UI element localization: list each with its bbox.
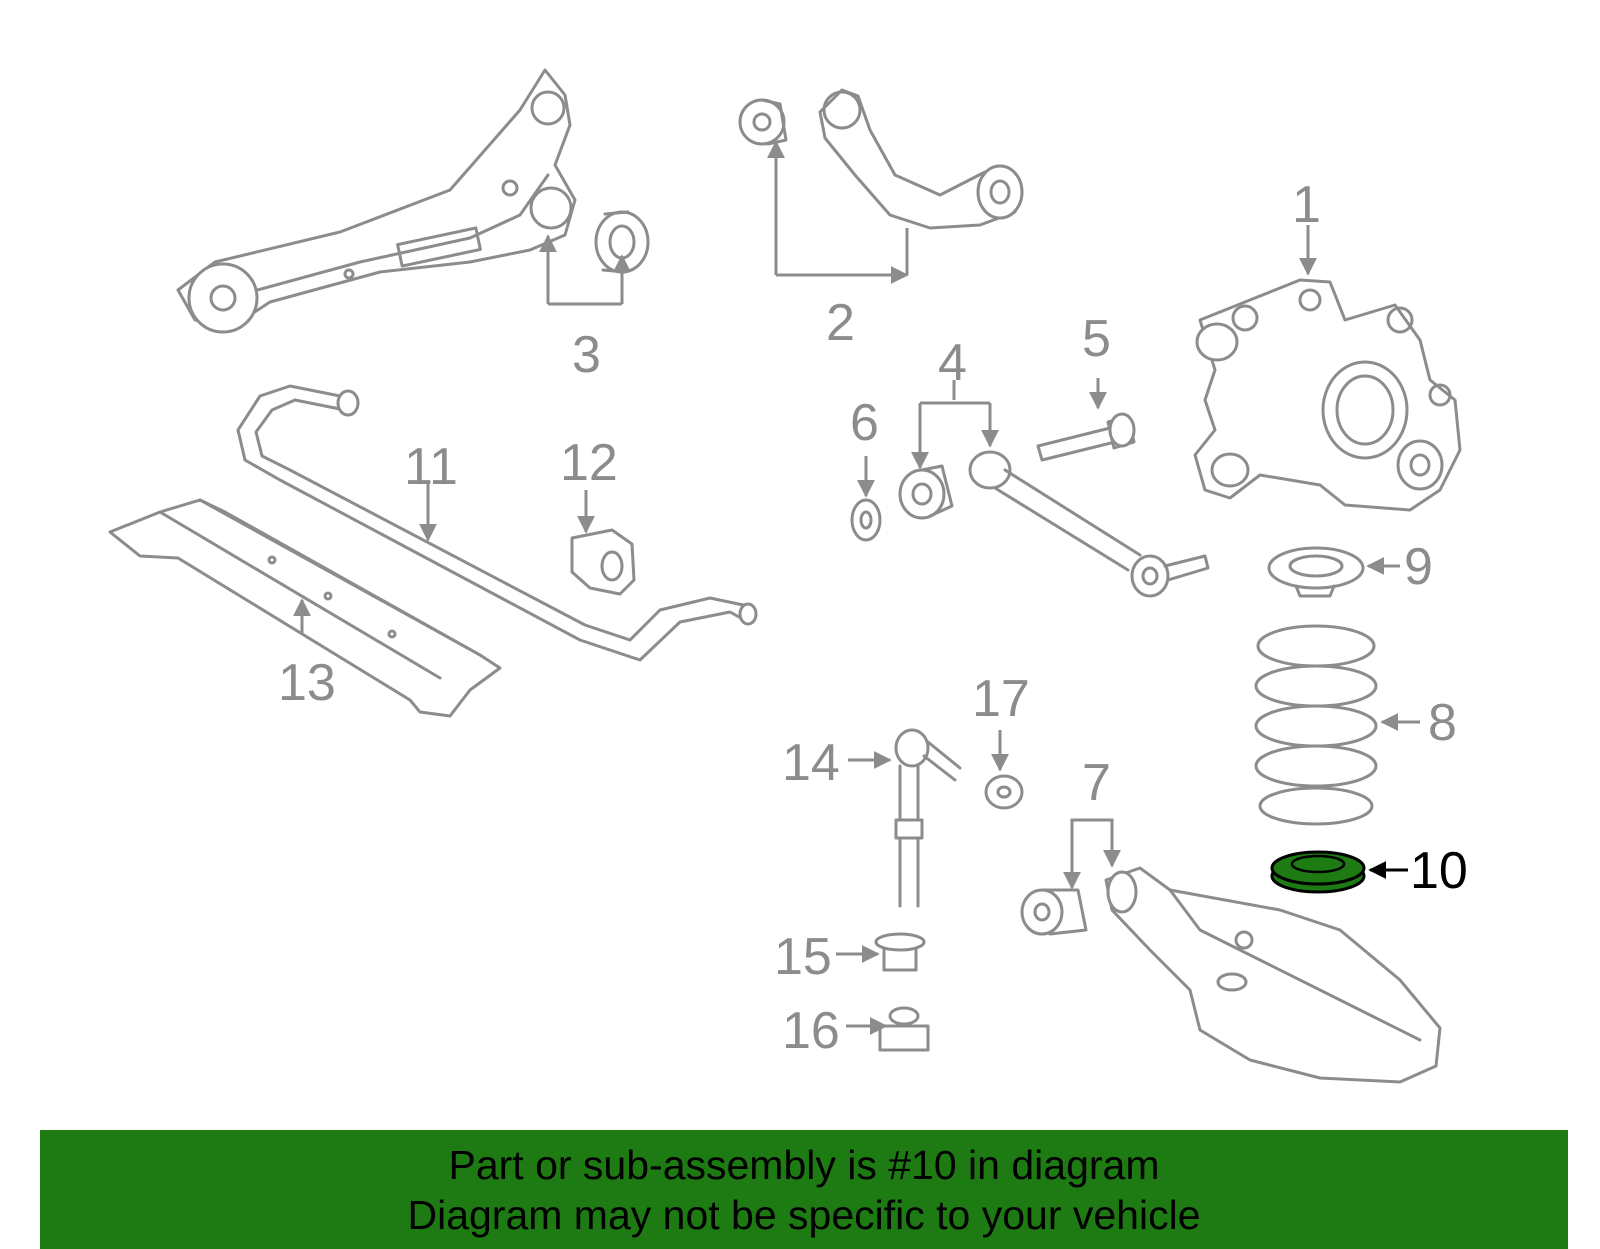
callout-8: 8 — [1428, 694, 1457, 752]
callout-10: 10 — [1410, 842, 1468, 900]
callout-16: 16 — [782, 1002, 840, 1060]
banner-line-2: Diagram may not be specific to your vehi… — [407, 1192, 1201, 1238]
banner-line-1: Part or sub-assembly is #10 in diagram — [448, 1142, 1160, 1188]
part-4-bushing[interactable] — [898, 464, 954, 520]
part-6-washer[interactable] — [850, 498, 882, 542]
part-5-bolt[interactable] — [1036, 412, 1136, 462]
callout-13: 13 — [278, 654, 336, 712]
leader-lines — [293, 140, 1420, 1035]
part-14-stabilizer-link[interactable] — [894, 728, 962, 908]
part-7-lower-arm[interactable] — [1104, 866, 1442, 1084]
part-17-bushing[interactable] — [984, 774, 1024, 810]
part-2-upper-arm[interactable] — [818, 88, 1024, 230]
part-8-coil-spring[interactable] — [1254, 624, 1378, 826]
callout-7: 7 — [1082, 754, 1111, 812]
callout-9: 9 — [1404, 538, 1433, 596]
callout-14: 14 — [782, 734, 840, 792]
info-banner: Part or sub-assembly is #10 in diagram D… — [40, 1130, 1568, 1249]
part-11-stabilizer-bar[interactable] — [236, 384, 758, 662]
callout-12: 12 — [560, 434, 618, 492]
callout-6: 6 — [850, 394, 879, 452]
callout-1: 1 — [1292, 176, 1321, 234]
part-12-stabilizer-bushing[interactable] — [570, 528, 636, 596]
part-15-bushing[interactable] — [874, 932, 926, 972]
callout-17: 17 — [972, 670, 1030, 728]
callout-11: 11 — [404, 438, 458, 496]
part-3-trailing-arm[interactable] — [176, 68, 577, 334]
part-10-lower-spring-seat[interactable] — [1270, 850, 1366, 894]
callout-5: 5 — [1082, 310, 1111, 368]
part-16-bushing[interactable] — [878, 1006, 930, 1052]
callout-4: 4 — [938, 334, 967, 392]
part-4-lower-link[interactable] — [968, 450, 1210, 598]
callout-15: 15 — [774, 928, 832, 986]
callout-3: 3 — [572, 326, 601, 384]
part-7-bushing[interactable] — [1020, 888, 1088, 936]
part-1-knuckle[interactable] — [1193, 278, 1462, 512]
part-9-upper-spring-seat[interactable] — [1267, 546, 1365, 598]
part-13-crossmember[interactable] — [108, 498, 502, 718]
part-2-bushing[interactable] — [738, 98, 788, 146]
callout-2: 2 — [826, 294, 855, 352]
